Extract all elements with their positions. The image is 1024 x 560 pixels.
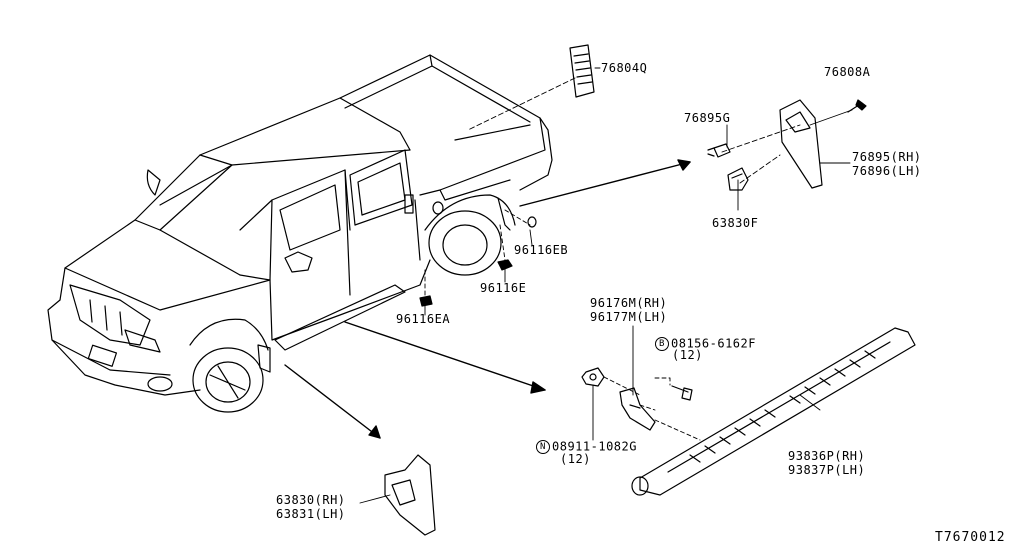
screw-76808A-drawing <box>847 99 867 113</box>
label-93837P-lh: 93837P(LH) <box>788 463 866 477</box>
clip-76895G-drawing <box>707 143 731 158</box>
nut-08911-drawing <box>581 367 605 387</box>
label-76895-rh: 76895(RH) <box>852 150 922 164</box>
nut-symbol: N <box>536 440 550 454</box>
label-76895G: 76895G <box>684 111 731 125</box>
direction-arrows <box>284 159 691 439</box>
label-08156-number: 08156-6162F <box>671 336 756 351</box>
leader-lines <box>359 67 853 504</box>
label-93836P-rh: 93836P(RH) <box>788 449 866 463</box>
running-board-drawing <box>631 327 916 496</box>
pickup-truck-drawing <box>47 54 553 413</box>
rear-mudflap-drawing <box>779 99 823 189</box>
label-96116EA: 96116EA <box>396 312 451 326</box>
label-96177M-lh: 96177M(LH) <box>590 310 668 324</box>
label-96176M-rh: 96176M(RH) <box>590 296 668 310</box>
diagram-reference-code: T7670012 <box>935 530 1006 545</box>
grommet-96116EB-drawing <box>527 216 537 228</box>
label-08911-qty: (12) <box>560 452 591 466</box>
label-76804Q: 76804Q <box>601 61 648 75</box>
label-96116EB: 96116EB <box>514 243 569 257</box>
grommet-96116E-drawing <box>497 259 513 271</box>
label-96116E: 96116E <box>480 281 527 295</box>
label-76808A: 76808A <box>824 65 871 79</box>
grommet-96116EA-drawing <box>419 295 433 307</box>
vent-76804Q-drawing <box>569 44 595 98</box>
label-76896-lh: 76896(LH) <box>852 164 922 178</box>
label-08911-number: 08911-1082G <box>552 439 637 454</box>
label-63831-lh: 63831(LH) <box>276 507 346 521</box>
label-63830F: 63830F <box>712 216 759 230</box>
bolt-symbol: B <box>655 337 669 351</box>
clip-63830F-drawing <box>727 167 749 191</box>
label-08156-qty: (12) <box>672 348 703 362</box>
step-bracket-drawing <box>619 387 656 431</box>
label-63830-rh: 63830(RH) <box>276 493 346 507</box>
bolt-08156-drawing <box>671 385 693 401</box>
front-mudflap-drawing <box>384 454 436 536</box>
